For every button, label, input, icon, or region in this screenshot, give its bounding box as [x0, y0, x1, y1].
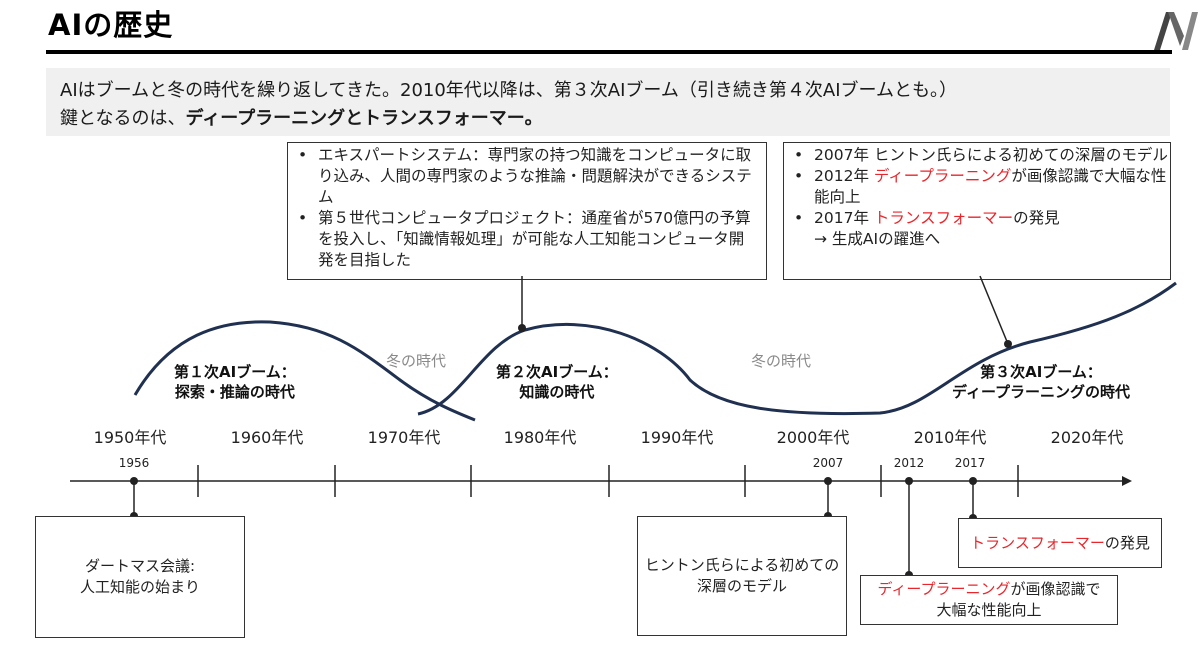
event-box-deeplearning: ディープラーニングが画像認識で 大幅な性能向上	[860, 575, 1118, 625]
event-dartmouth-line1: ダートマス会議:	[84, 557, 196, 575]
third-boom-connector	[979, 275, 1009, 345]
subtitle-prefix: 鍵となるのは、	[60, 108, 186, 129]
event-hinton-line2: 深層のモデル	[696, 577, 787, 595]
era-third-boom: 第３次AIブーム： ディープラーニングの時代	[952, 362, 1130, 402]
info-item-2012: 2012年 ディープラーニングが画像認識で大幅な性能向上	[784, 166, 1170, 208]
decade-label: 1990年代	[640, 428, 714, 447]
winter-label-1: 冬の時代	[386, 352, 447, 370]
decade-ticks	[197, 465, 1019, 497]
year-label-2007: 2007	[812, 456, 844, 470]
subtitle-box: AIはブームと冬の時代を繰り返してきた。2010年代以降は、第３次AIブーム（引…	[46, 68, 1170, 136]
decade-label: 1960年代	[230, 428, 304, 447]
event-deeplearning-line2: 大幅な性能向上	[936, 601, 1042, 619]
info-item-2007: 2007年 ヒントン氏らによる初めての深層のモデル	[784, 145, 1170, 166]
decade-label: 2010年代	[913, 428, 987, 447]
brand-logo	[1154, 12, 1198, 50]
info-item-fifth-gen: 第５世代コンピュータプロジェクト：通産省が570億円の予算を投入し、「知識情報処…	[288, 208, 756, 271]
event-deeplearning-line1: ディープラーニングが画像認識で	[877, 579, 1100, 600]
decade-label: 1970年代	[367, 428, 441, 447]
title-rule	[46, 50, 1172, 54]
event-box-dartmouth: ダートマス会議: 人工知能の始まり	[35, 516, 245, 638]
era-first-boom: 第１次AIブーム： 探索・推論の時代	[174, 362, 296, 402]
event-transformer-suffix: の発見	[1104, 533, 1150, 552]
info-item-2017: 2017年 トランスフォーマーの発見	[784, 208, 1170, 229]
decade-label: 2020年代	[1050, 428, 1124, 447]
event-transformer-keyword: トランスフォーマー	[970, 533, 1105, 552]
era-first-title: 第１次AIブーム：	[174, 363, 296, 381]
event-transformer-line: トランスフォーマーの発見	[970, 533, 1150, 554]
info-item-expert-system: エキスパートシステム：専門家の持つ知識をコンピュータに取り込み、人間の専門家のよ…	[288, 145, 756, 208]
event-box-transformer: トランスフォーマーの発見	[958, 518, 1162, 568]
info-2017-suffix: の発見	[1013, 209, 1060, 227]
info-2017-continuation: → 生成AIの躍進へ	[814, 230, 941, 248]
event-box-hinton: ヒントン氏らによる初めての 深層のモデル	[637, 516, 847, 636]
subtitle-keyword-deeplearning: ディープラーニング	[185, 108, 346, 129]
point-1956	[130, 477, 138, 485]
second-boom-info-box: エキスパートシステム：専門家の持つ知識をコンピュータに取り込み、人間の専門家のよ…	[287, 142, 767, 280]
era-third-title: 第３次AIブーム：	[980, 363, 1102, 381]
timeline-arrowhead	[1122, 476, 1132, 486]
event-deeplearning-suffix: が画像認識で	[1010, 580, 1101, 598]
point-2012	[905, 477, 913, 485]
subtitle-period: 。	[524, 108, 543, 129]
subtitle-line-2: 鍵となるのは、ディープラーニングとトランスフォーマー。	[60, 104, 543, 130]
year-label-2017: 2017	[954, 456, 986, 470]
second-boom-connector-dot	[518, 324, 526, 332]
info-2012-keyword: ディープラーニング	[873, 167, 1012, 185]
info-2017-prefix: 2017年	[814, 209, 874, 227]
info-2012-suffix: が画像認識で大幅な性能向上	[814, 167, 1167, 206]
point-2007	[824, 477, 832, 485]
era-third-subtitle: ディープラーニングの時代	[952, 383, 1131, 401]
event-deeplearning-keyword: ディープラーニング	[877, 580, 1011, 598]
page-title: AIの歴史	[48, 8, 174, 42]
third-boom-connector-dot	[1004, 340, 1012, 348]
decade-label: 1980年代	[503, 428, 577, 447]
subtitle-line-1: AIはブームと冬の時代を繰り返してきた。2010年代以降は、第３次AIブーム（引…	[60, 80, 957, 101]
first-boom-curve	[133, 320, 476, 422]
winter-label-2: 冬の時代	[751, 352, 812, 370]
subtitle-conjunction: と	[345, 108, 364, 129]
era-second-boom: 第２次AIブーム： 知識の時代	[496, 362, 618, 402]
third-boom-info-box: 2007年 ヒントン氏らによる初めての深層のモデル 2012年 ディープラーニン…	[783, 142, 1171, 280]
year-label-1956: 1956	[118, 456, 150, 470]
year-label-2012: 2012	[893, 456, 925, 470]
info-2012-prefix: 2012年	[814, 167, 874, 185]
subtitle-keyword-transformer: トランスフォーマー	[363, 108, 525, 129]
decade-label: 1950年代	[93, 428, 167, 447]
point-2017	[969, 477, 977, 485]
era-second-subtitle: 知識の時代	[519, 383, 595, 401]
era-second-title: 第２次AIブーム：	[496, 363, 618, 381]
event-hinton-line1: ヒントン氏らによる初めての	[644, 556, 840, 574]
event-dartmouth-line2: 人工知能の始まり	[79, 578, 200, 596]
boom-curve-second-third	[417, 281, 1177, 416]
info-2017-keyword: トランスフォーマー	[873, 209, 1014, 227]
decade-label: 2000年代	[776, 428, 850, 447]
era-first-subtitle: 探索・推論の時代	[174, 383, 295, 401]
